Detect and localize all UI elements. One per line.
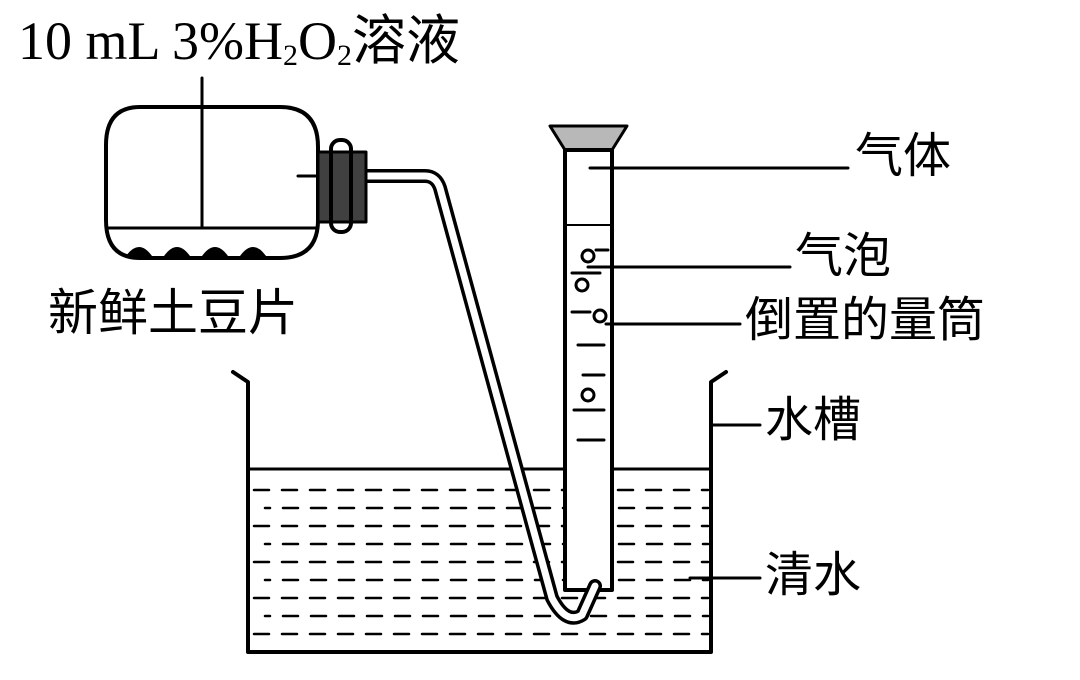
solution-suffix: 溶液 — [351, 9, 460, 72]
bottle — [104, 105, 320, 260]
stopper-clamp — [329, 138, 353, 234]
bubbles — [574, 248, 608, 403]
bottle-stopper — [316, 150, 368, 224]
trough — [231, 370, 728, 654]
cylinder-base — [548, 124, 629, 152]
trough-label: 水槽 — [765, 392, 862, 448]
potato-label: 新鲜土豆片 — [48, 284, 298, 342]
graduation-marks — [570, 248, 610, 442]
solution-sub-2: 2 — [336, 39, 352, 72]
gas-label: 气体 — [855, 128, 952, 184]
solution-sub-1: 2 — [282, 39, 298, 72]
delivery-tube — [291, 169, 602, 625]
solution-label: 10 mL 3%H2O2溶液 — [18, 14, 460, 71]
potato-slices — [126, 247, 266, 256]
solution-prefix: 10 mL 3%H — [18, 11, 283, 71]
cylinder-body — [563, 148, 614, 592]
cylinder-label: 倒置的量筒 — [745, 292, 986, 348]
bubble-label: 气泡 — [795, 228, 892, 284]
water-hatching — [252, 488, 710, 636]
water-label: 清水 — [765, 547, 862, 603]
solution-mid: O — [297, 11, 337, 71]
